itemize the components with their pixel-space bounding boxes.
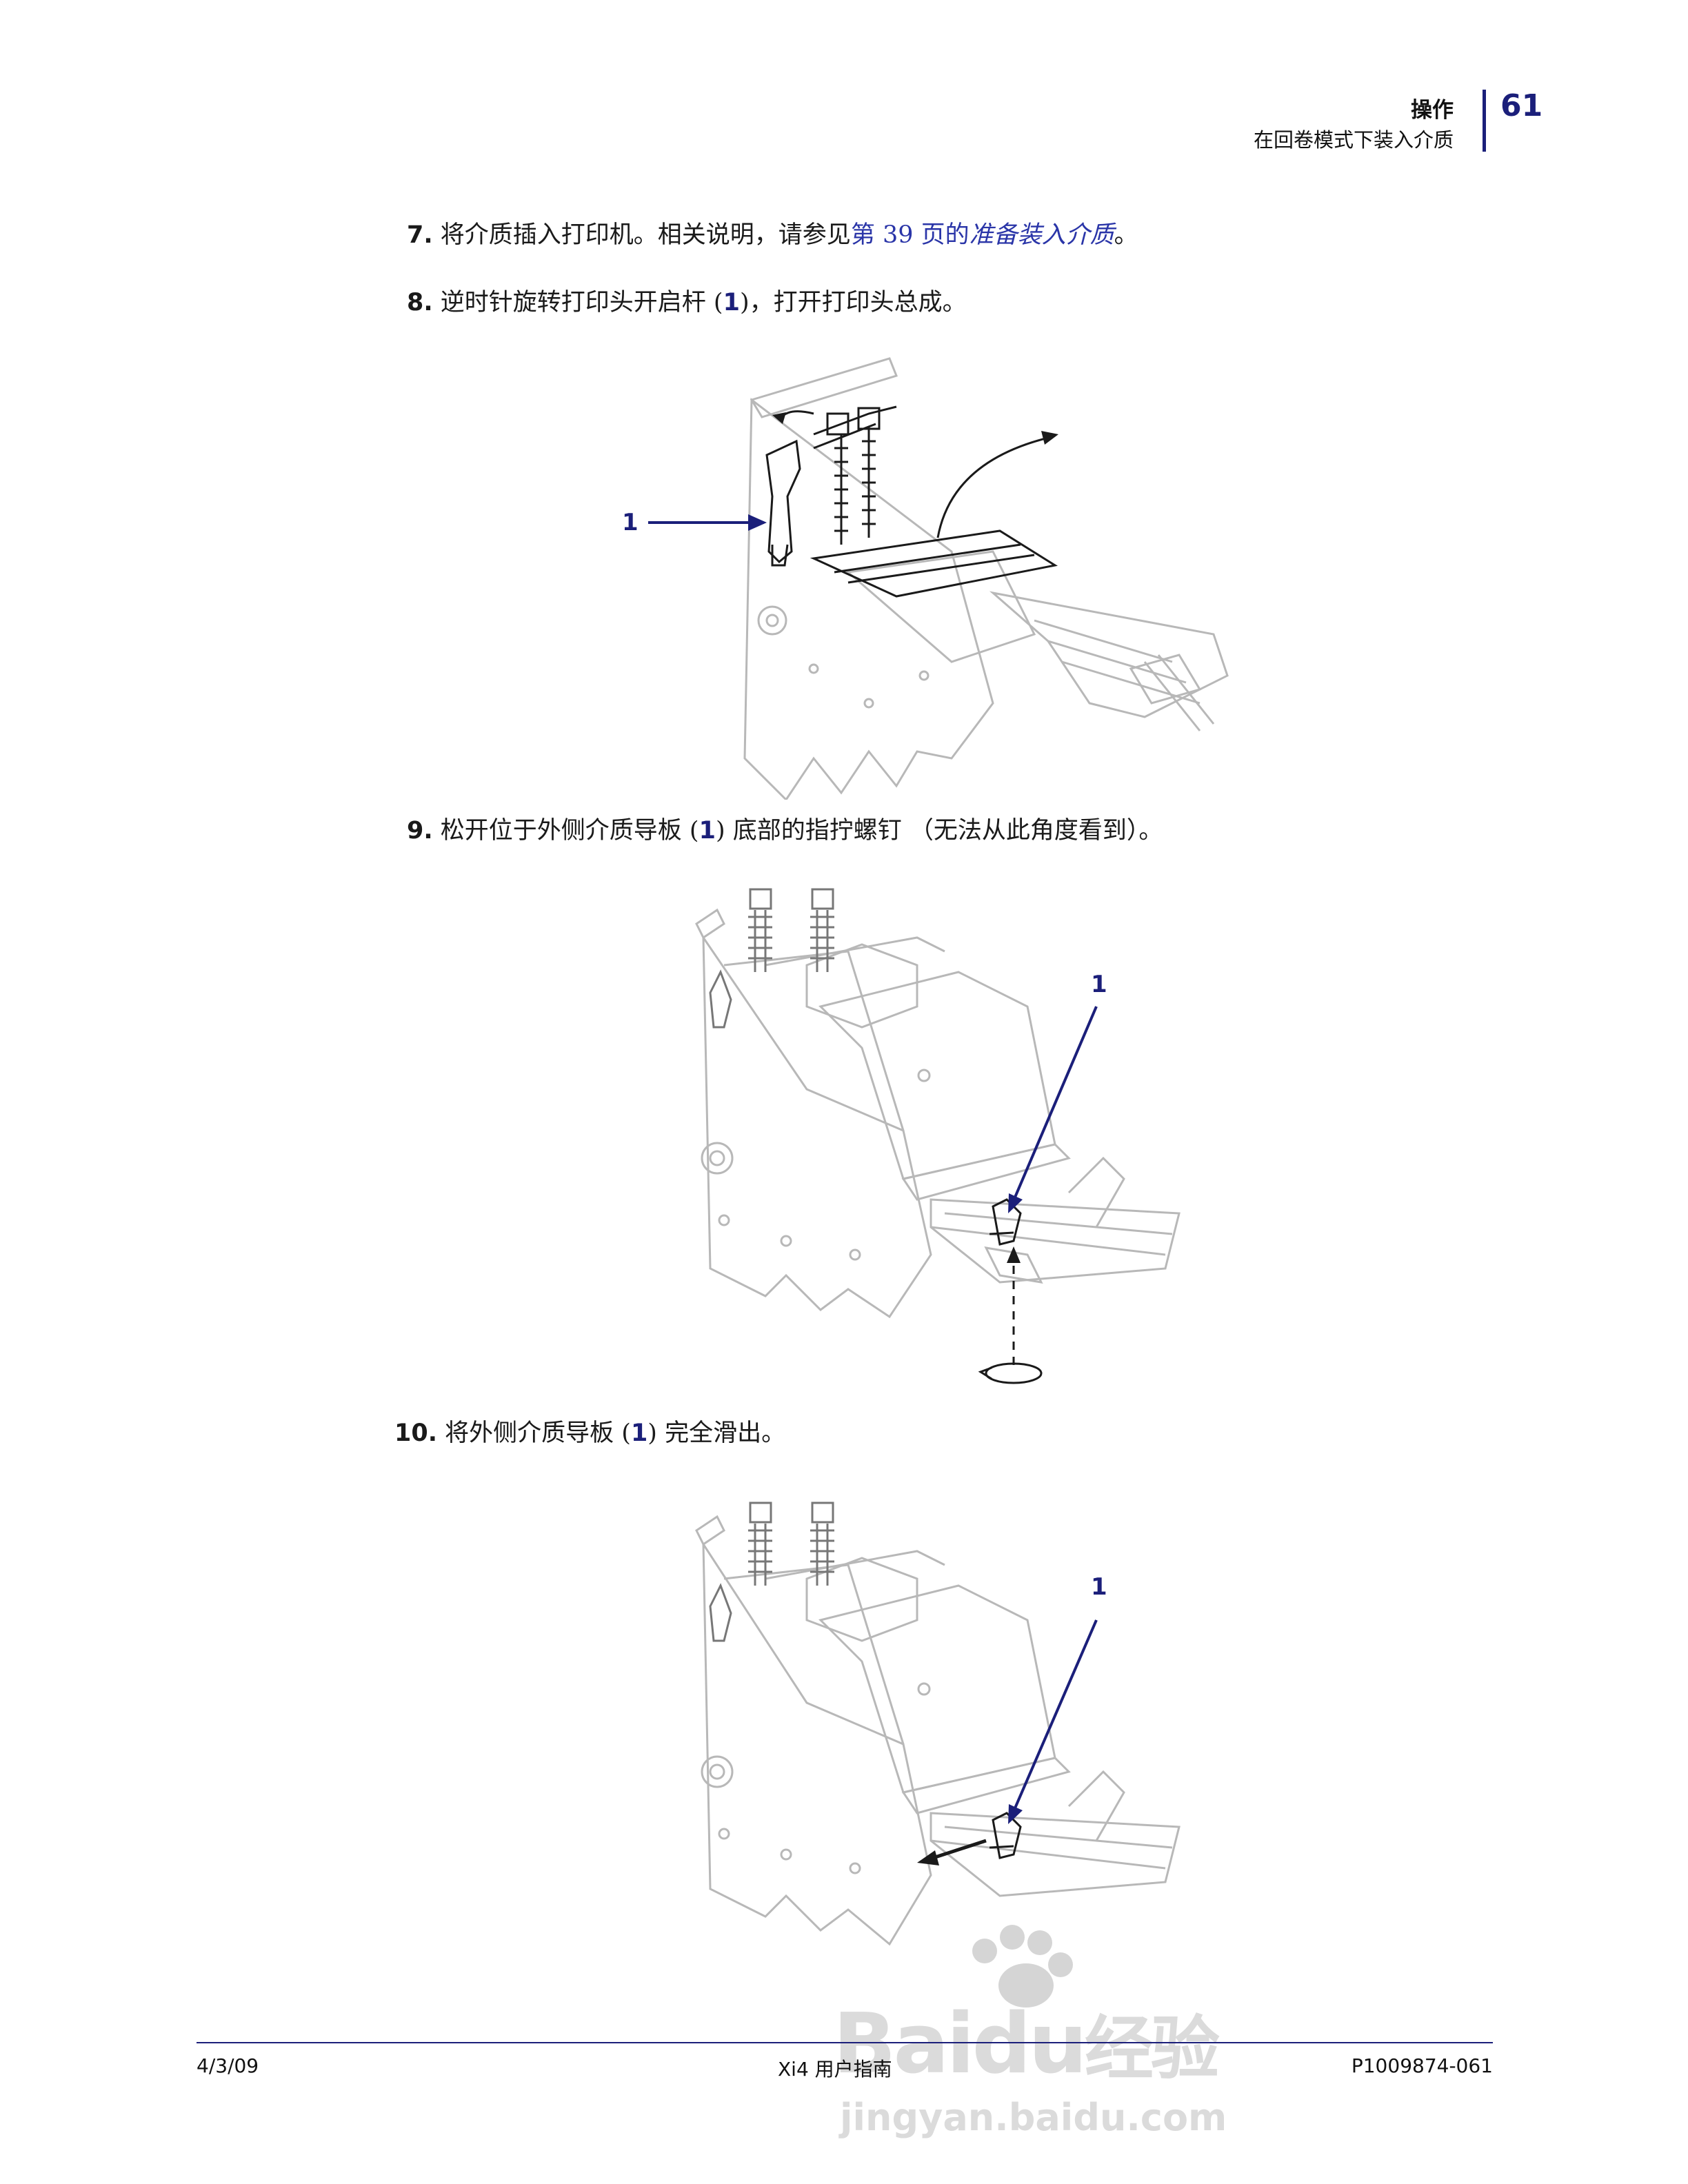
section-title: 操作 [1411, 98, 1454, 123]
cross-reference-link[interactable]: 第 39 页的准备装入介质 [850, 221, 1114, 249]
watermark-brand-2: du [972, 1996, 1087, 2092]
watermark-url: jingyan.baidu.com [840, 2096, 1227, 2139]
paw-icon [972, 1925, 1073, 2008]
step-number: 8. [407, 289, 433, 316]
step-text: 将介质插入打印机。相关说明，请参见 [440, 221, 851, 249]
step-10: 10. 将外侧介质导板 (1) 完全滑出。 [394, 1419, 786, 1447]
watermark-product: 经验 [1084, 2008, 1220, 2089]
step-7: 7. 将介质插入打印机。相关说明，请参见第 39 页的准备装入介质。 [407, 221, 1138, 249]
printhead-lever-figure [648, 357, 1229, 800]
baidu-watermark: Baidu经验 jingyan.baidu.com [819, 1917, 1247, 2139]
callout-ref: 1 [699, 817, 716, 845]
watermark-brand: Bai [833, 1996, 975, 2092]
step-9: 9. 松开位于外侧介质导板 (1) 底部的指拧螺钉 （无法从此角度看到）。 [407, 817, 1163, 845]
figure-1-callout: 1 [622, 509, 639, 536]
footer-title: Xi4 用户指南 [778, 2058, 892, 2081]
step-8: 8. 逆时针旋转打印头开启杆 (1)，打开打印头总成。 [407, 289, 967, 316]
callout-ref: 1 [630, 1419, 648, 1447]
figure-3-callout: 1 [1091, 1573, 1107, 1601]
step-text: 逆时针旋转打印头开启杆 ( [440, 289, 723, 316]
step-text: 将外侧介质导板 ( [445, 1419, 631, 1447]
subsection-title: 在回卷模式下装入介质 [1253, 128, 1454, 152]
header-divider [1483, 90, 1486, 152]
step-text: 松开位于外侧介质导板 ( [440, 817, 699, 845]
footer-date: 4/3/09 [197, 2054, 259, 2077]
callout-ref: 1 [723, 289, 740, 316]
step-number: 9. [407, 817, 433, 845]
slide-guide-figure [695, 1502, 1180, 1946]
thumbscrew-figure [695, 888, 1180, 1384]
step-number: 10. [394, 1419, 438, 1447]
figure-2-callout: 1 [1091, 971, 1107, 998]
step-number: 7. [407, 221, 433, 249]
page-number: 61 [1500, 88, 1543, 123]
footer-part-number: P1009874-061 [1351, 2054, 1493, 2077]
footer-rule [197, 2042, 1493, 2043]
